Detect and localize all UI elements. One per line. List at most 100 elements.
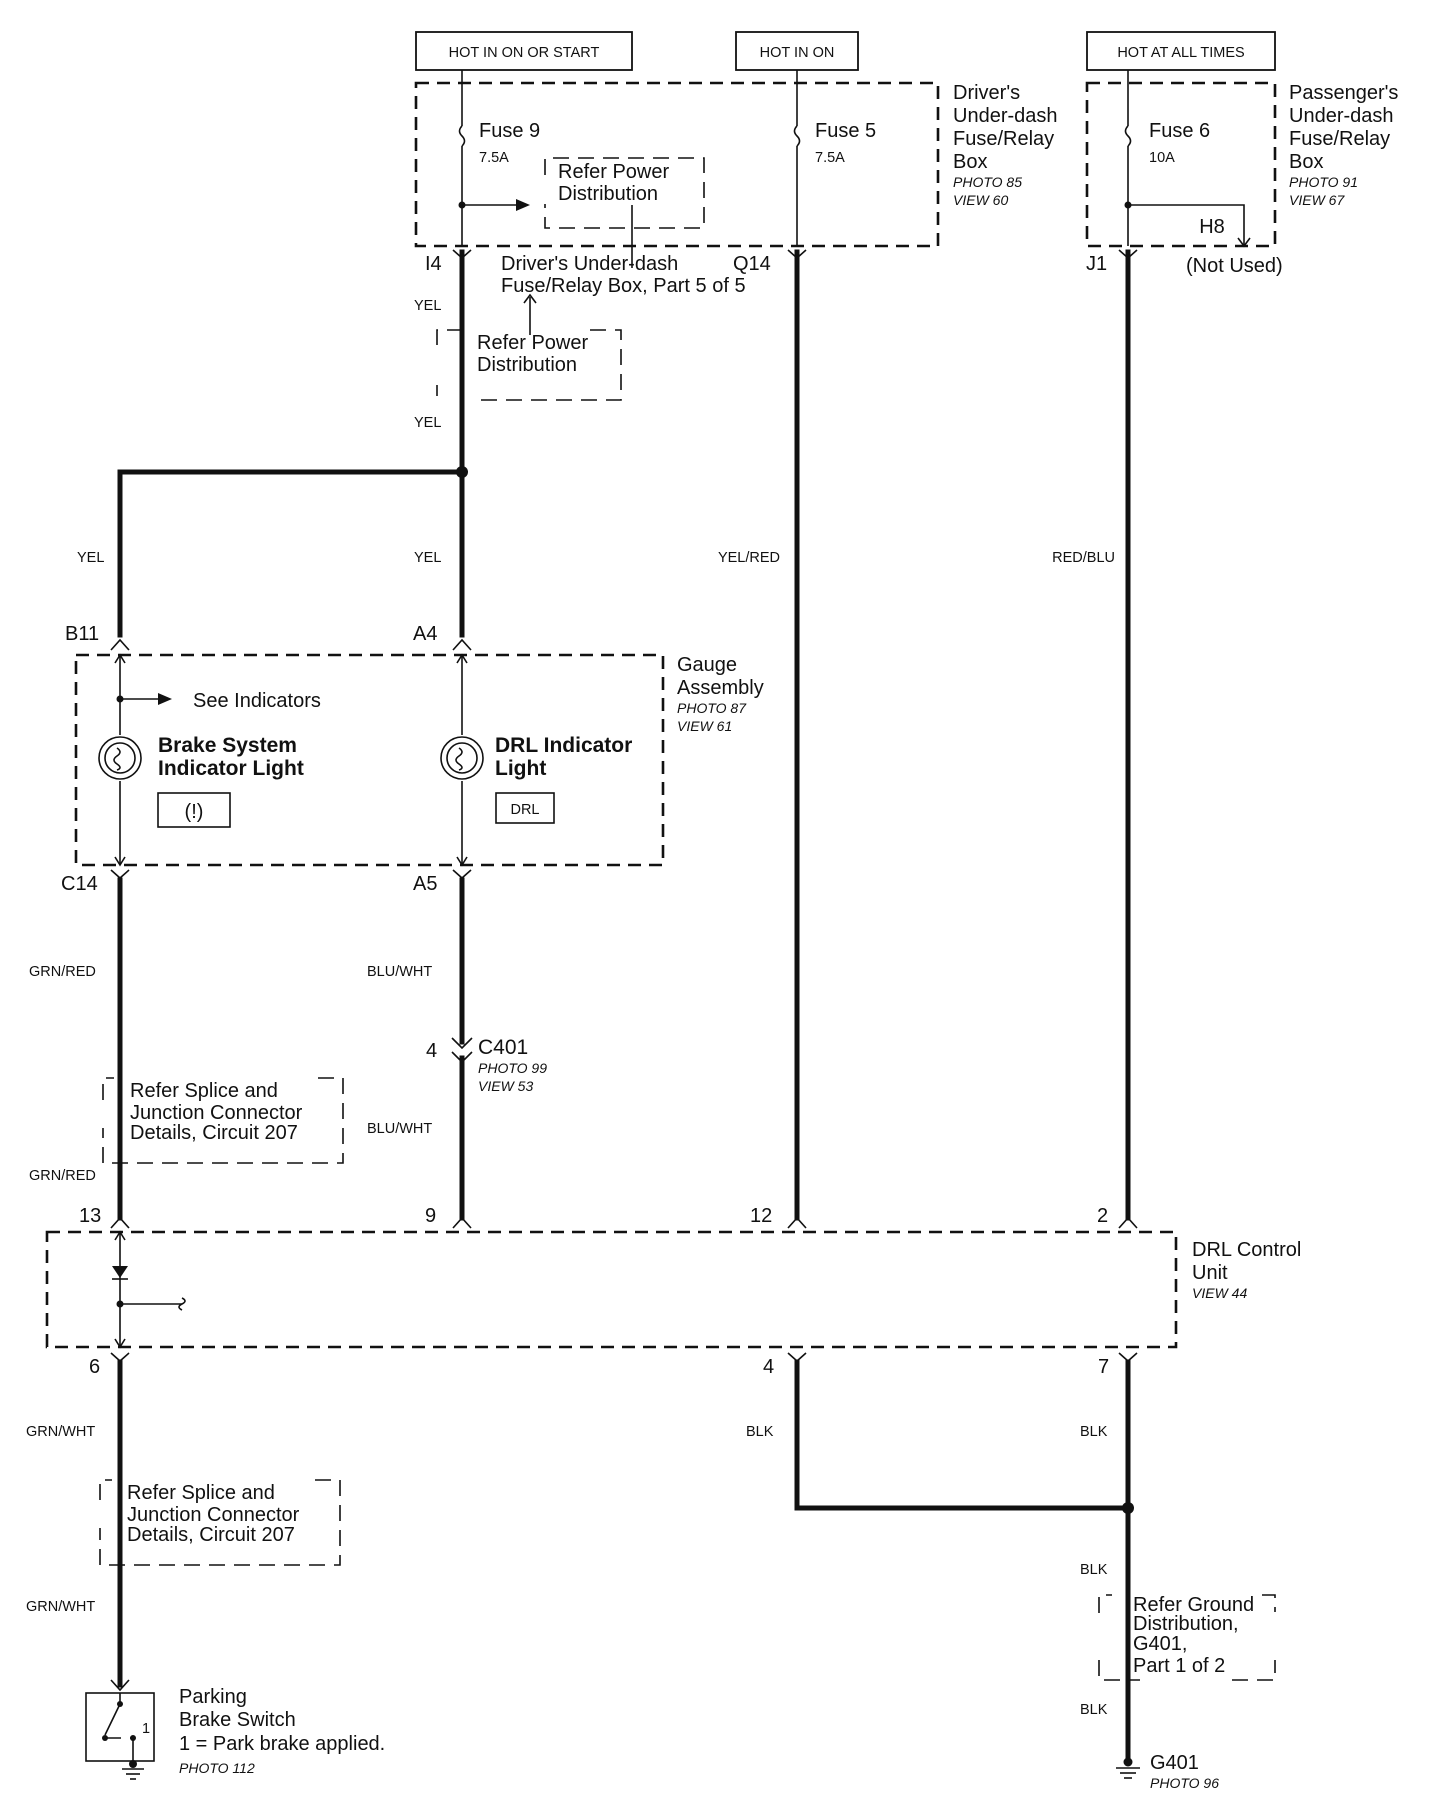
wire-label-yel-2: YEL xyxy=(414,415,441,431)
ground-icon xyxy=(1116,1757,1140,1779)
svg-text:Refer Power: Refer Power xyxy=(477,332,588,354)
svg-text:Unit: Unit xyxy=(1192,1262,1228,1284)
svg-text:G401,: G401, xyxy=(1133,1633,1187,1655)
svg-text:Junction Connector: Junction Connector xyxy=(130,1102,303,1124)
hot-at-all-times-label: HOT AT ALL TIMES xyxy=(1086,31,1276,71)
svg-text:Driver's Under-dash: Driver's Under-dash xyxy=(501,253,678,275)
not-used-label: (Not Used) xyxy=(1186,255,1283,277)
wire-label-blk-1: BLK xyxy=(746,1424,774,1440)
driver-fuse-box-part-ref: Driver's Under-dash Fuse/Relay Box, Part… xyxy=(501,253,746,335)
brake-warning-icon: (!) xyxy=(185,801,204,823)
svg-text:Fuse/Relay: Fuse/Relay xyxy=(953,128,1054,150)
hot-in-on-label: HOT IN ON xyxy=(735,31,859,71)
svg-text:Driver's: Driver's xyxy=(953,82,1020,104)
pin-2: 2 xyxy=(1097,1205,1108,1227)
svg-text:Distribution,: Distribution, xyxy=(1133,1613,1239,1635)
pin-12: 12 xyxy=(750,1205,772,1227)
pin-j1: J1 xyxy=(1086,253,1107,275)
drl-unit-internal xyxy=(112,1230,186,1349)
wire-label-yel-4: YEL xyxy=(414,550,441,566)
refer-splice-circuit-207-2: Refer Splice and Junction Connector Deta… xyxy=(99,1479,341,1566)
svg-text:Under-dash: Under-dash xyxy=(1289,105,1394,127)
svg-text:VIEW 60: VIEW 60 xyxy=(953,192,1008,208)
svg-text:Brake System: Brake System xyxy=(158,734,297,757)
svg-text:7.5A: 7.5A xyxy=(815,150,845,166)
wire-label-grn-red-2: GRN/RED xyxy=(29,1168,96,1184)
wire-label-grn-red-1: GRN/RED xyxy=(29,964,96,980)
drl-control-unit-title: DRL Control Unit VIEW 44 xyxy=(1192,1239,1301,1301)
svg-text:Indicator Light: Indicator Light xyxy=(158,757,304,780)
svg-text:4: 4 xyxy=(426,1040,437,1062)
svg-text:Distribution: Distribution xyxy=(477,354,577,376)
svg-text:PHOTO 87: PHOTO 87 xyxy=(677,700,747,716)
refer-power-distribution-1: Refer Power Distribution xyxy=(544,157,705,268)
pin-13: 13 xyxy=(79,1205,101,1227)
svg-text:Fuse 9: Fuse 9 xyxy=(479,120,540,142)
svg-text:10A: 10A xyxy=(1149,150,1175,166)
pin-i4: I4 xyxy=(425,253,442,275)
svg-text:Box: Box xyxy=(953,151,987,173)
bulb-icon xyxy=(440,736,484,780)
fuse-9: Fuse 9 7.5A xyxy=(458,83,540,246)
parking-brake-switch: 1 Parking Brake Switch 1 = Park brake ap… xyxy=(85,1679,385,1780)
fuse-6: Fuse 6 10A H8 xyxy=(1124,83,1251,248)
svg-text:Fuse/Relay Box, Part 5 of 5: Fuse/Relay Box, Part 5 of 5 xyxy=(501,275,746,297)
svg-text:Part 1 of 2: Part 1 of 2 xyxy=(1133,1655,1225,1677)
svg-text:Light: Light xyxy=(495,757,546,780)
drivers-fuse-box-title: Driver's Under-dash Fuse/Relay Box PHOTO… xyxy=(953,82,1058,208)
pin-a5: A5 xyxy=(413,873,437,895)
pin-4: 4 xyxy=(763,1356,774,1378)
svg-text:VIEW 53: VIEW 53 xyxy=(478,1078,533,1094)
svg-text:Refer Splice and: Refer Splice and xyxy=(127,1482,275,1504)
wire-label-yel-3: YEL xyxy=(77,550,104,566)
svg-text:VIEW 67: VIEW 67 xyxy=(1289,192,1345,208)
passengers-fuse-box-title: Passenger's Under-dash Fuse/Relay Box PH… xyxy=(1289,82,1398,208)
drivers-fuse-box-outline xyxy=(414,81,940,248)
wire-label-blk-3: BLK xyxy=(1080,1562,1108,1578)
refer-ground-distribution: Refer Ground Distribution, G401, Part 1 … xyxy=(1098,1594,1276,1681)
bulb-icon xyxy=(98,736,142,780)
pin-7: 7 xyxy=(1098,1356,1109,1378)
svg-text:Junction Connector: Junction Connector xyxy=(127,1504,300,1526)
wire-label-grn-wht-1: GRN/WHT xyxy=(26,1424,95,1440)
svg-text:Refer Power: Refer Power xyxy=(558,161,669,183)
wire-blk xyxy=(794,1359,1134,1765)
svg-text:PHOTO 85: PHOTO 85 xyxy=(953,174,1022,190)
svg-text:Box: Box xyxy=(1289,151,1323,173)
see-indicators-label: See Indicators xyxy=(193,690,321,712)
wire-label-blu-wht-1: BLU/WHT xyxy=(367,964,432,980)
svg-text:H8: H8 xyxy=(1199,216,1225,238)
svg-text:7.5A: 7.5A xyxy=(479,150,509,166)
refer-power-distribution-2: Refer Power Distribution xyxy=(436,329,622,401)
wire-label-blu-wht-2: BLU/WHT xyxy=(367,1121,432,1137)
ground-g401: G401 PHOTO 96 xyxy=(1116,1752,1219,1791)
svg-text:Refer Splice and: Refer Splice and xyxy=(130,1080,278,1102)
pin-q14: Q14 xyxy=(733,253,771,275)
pin-a4: A4 xyxy=(413,623,437,645)
svg-text:PHOTO 99: PHOTO 99 xyxy=(478,1060,547,1076)
pin-9: 9 xyxy=(425,1205,436,1227)
svg-text:HOT AT ALL TIMES: HOT AT ALL TIMES xyxy=(1117,45,1244,61)
svg-text:Fuse 6: Fuse 6 xyxy=(1149,120,1210,142)
svg-text:G401: G401 xyxy=(1150,1752,1199,1774)
wire-label-blk-4: BLK xyxy=(1080,1702,1108,1718)
svg-text:1: 1 xyxy=(142,1721,150,1737)
svg-text:Under-dash: Under-dash xyxy=(953,105,1058,127)
gauge-assembly-title: Gauge Assembly PHOTO 87 VIEW 61 xyxy=(677,654,764,734)
drl-control-unit-outline xyxy=(45,1230,1178,1349)
fuse-5: Fuse 5 7.5A xyxy=(793,83,876,246)
svg-text:Refer Ground: Refer Ground xyxy=(1133,1594,1254,1616)
svg-text:PHOTO 96: PHOTO 96 xyxy=(1150,1775,1219,1791)
passengers-fuse-box-outline xyxy=(1085,81,1277,248)
svg-text:Parking: Parking xyxy=(179,1686,247,1708)
brake-system-indicator: See Indicators Brake System Indicator Li… xyxy=(98,653,321,867)
svg-text:Details, Circuit 207: Details, Circuit 207 xyxy=(130,1122,298,1144)
svg-text:VIEW 44: VIEW 44 xyxy=(1192,1285,1247,1301)
svg-text:Passenger's: Passenger's xyxy=(1289,82,1398,104)
hot-in-on-or-start-label: HOT IN ON OR START xyxy=(415,31,633,71)
svg-text:Gauge: Gauge xyxy=(677,654,737,676)
svg-text:HOT IN ON OR START: HOT IN ON OR START xyxy=(449,45,600,61)
wire-label-red-blu: RED/BLU xyxy=(1052,550,1115,566)
wire-label-yel-1: YEL xyxy=(414,298,441,314)
drl-indicator: DRL Indicator Light DRL xyxy=(440,653,632,867)
